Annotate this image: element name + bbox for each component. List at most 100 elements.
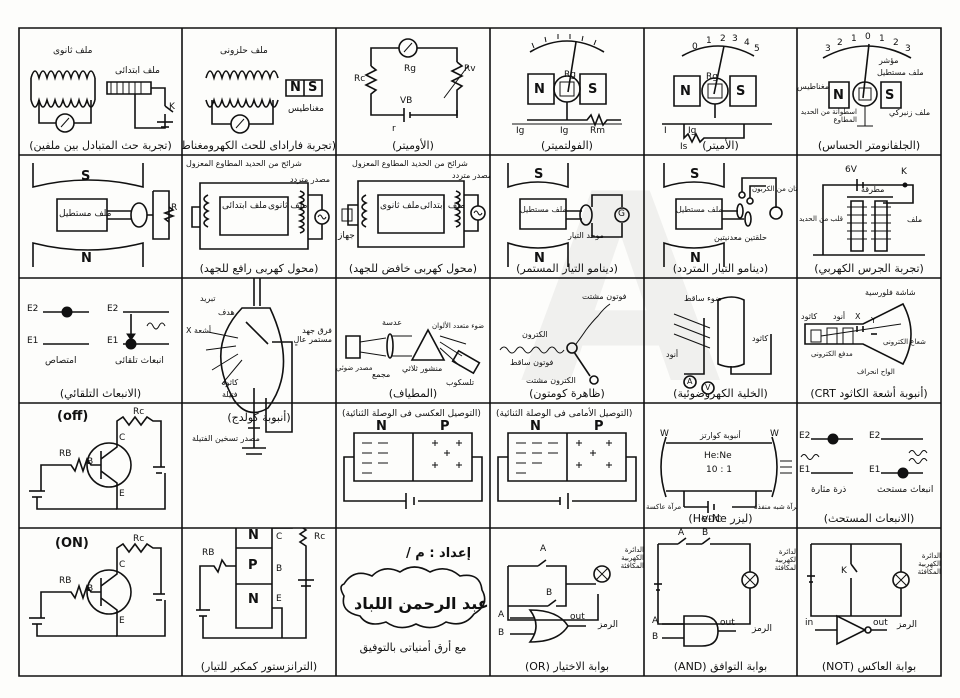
- label-magnet: مغناطيس: [288, 104, 324, 114]
- step-up-transformer-cell: شرائح من الحديد المطاوع المعزول ملف ابتد…: [182, 155, 336, 278]
- label-deflection-plates: الواح انحراف: [857, 368, 895, 376]
- transistor-off-cell: (off) Rc RB B C E: [19, 403, 182, 528]
- label-ac-source: مصدر متردد: [290, 175, 331, 184]
- label-lens: عدسة: [382, 318, 402, 327]
- label-out: out: [873, 618, 888, 628]
- label-rect-coil: ملف مستطيل: [877, 68, 924, 77]
- label-e1-a: E1: [27, 336, 39, 346]
- label-p: P: [440, 419, 450, 434]
- label-cathode: كاثود: [752, 334, 769, 343]
- label-rb: RB: [202, 548, 215, 558]
- label-s: S: [885, 88, 895, 103]
- label-x: X: [855, 312, 861, 321]
- caption: (ليزر He-Ne): [688, 512, 753, 525]
- label-e2-a: E2: [799, 431, 811, 441]
- crt-cell: شاشة فلورسية X Y أنود كاثود شعاع الكترون…: [797, 278, 941, 403]
- label-n: N: [530, 419, 541, 434]
- author-prefix: إعداد : م /: [406, 546, 472, 561]
- label-e2-b: E2: [869, 431, 881, 441]
- label-a-input: A: [498, 610, 505, 620]
- label-a-switch: A: [678, 528, 685, 538]
- caption: بوابة العاكس (NOT): [821, 660, 917, 673]
- label-rg: Rg: [564, 70, 576, 80]
- label-s: S: [690, 167, 700, 182]
- label-a-input: A: [652, 616, 659, 626]
- reverse-bias-cell: (التوصيل العكسى فى الوصلة الثنائية) N P: [336, 403, 490, 528]
- caption: (الفولتميتر): [541, 139, 593, 152]
- label-magnet: مغناطيس: [797, 82, 829, 91]
- scale-4: 4: [744, 38, 750, 48]
- or-gate-cell: A B A B out الدائرة الكهربية المكافئة ال…: [490, 528, 644, 676]
- label-iron-core: قلب من الحديد: [799, 215, 843, 223]
- label-he-ne: He:Ne: [704, 451, 732, 461]
- label-spont-emission: انبعاث تلقائى: [115, 356, 164, 366]
- label-primary-coil: ملف ابتدائى: [420, 201, 465, 211]
- label-s: S: [308, 80, 318, 95]
- label-telescope: تلسكوب: [446, 378, 475, 387]
- label-6v: 6V: [845, 165, 857, 175]
- scale-5: 5: [754, 44, 760, 54]
- caption: (تجربة فاراداى للحث الكهرومغناطيسى): [182, 139, 336, 152]
- label-hammer: مطرقة: [861, 185, 885, 194]
- label-rb: RB: [59, 576, 72, 586]
- scale-3a: 3: [825, 44, 831, 54]
- label-primary-coil: ملف ابتدائى: [222, 201, 267, 211]
- label-high-dc: فرق جهد مستمر عالٍ: [293, 326, 332, 344]
- label-rc: Rc: [133, 534, 145, 544]
- label-n: N: [534, 251, 545, 266]
- label-brushes: فرشتان من الكربون: [752, 185, 797, 193]
- label-vb: VB: [400, 96, 413, 106]
- label-key: K: [169, 102, 175, 112]
- label-e: E: [119, 616, 125, 626]
- transistor-on-cell: (ON) Rc RB B C E: [19, 528, 182, 676]
- caption: (الترانزستور كمكبر للتيار): [200, 660, 318, 673]
- label-out: out: [720, 618, 735, 628]
- sensitive-galvanometer-cell: 3 2 1 0 1 2 3 N S ملف مستطيل مؤشر مغناطي…: [797, 28, 941, 155]
- label-p: P: [594, 419, 604, 434]
- label-e1-b: E1: [869, 465, 881, 475]
- label-n-bottom: N: [248, 592, 259, 607]
- label-n: N: [290, 80, 301, 95]
- compton-effect-cell: فوتون مشتت الكترون فوتون ساقط الكترون مش…: [490, 278, 644, 403]
- photocell-cell: ضوء ساقط كاثود أنود A V (الخلية الكهروضو…: [644, 278, 797, 403]
- label-rg: Rg: [404, 64, 416, 74]
- caption: مع أرق أمنياتى بالتوفيق: [359, 641, 467, 654]
- label-cathode: كاثود: [801, 312, 818, 321]
- caption: (محول كهربى رافع للجهد): [199, 262, 319, 275]
- label-equivalent-circuit: الدائرة الكهربية المكافئة: [620, 546, 644, 570]
- label-vdc: VDC: [702, 515, 722, 525]
- title-on: (ON): [55, 536, 89, 551]
- electric-bell-cell: 6V K مطرقة ملف قلب من الحديد (تجربة الجر…: [797, 155, 941, 278]
- label-semi-mirror: مرآة شبه منفذة: [754, 503, 797, 511]
- label-scattered-electron: الكترون مشتت: [526, 376, 576, 385]
- label-solenoid: ملف حلزونى: [220, 46, 268, 56]
- label-s: S: [588, 82, 598, 97]
- label-e: E: [276, 594, 282, 604]
- transistor-amplifier-cell: RB Rc N P N C B E (الترانزستور كمكبر للت…: [182, 528, 336, 676]
- label-c: C: [119, 560, 126, 570]
- author-credit-cell: إعداد : م / عبد الرحمن اللباد مع أرق أمن…: [336, 528, 490, 676]
- caption: (الانبعاث المستحث): [823, 512, 915, 525]
- label-quartz-tube: أنبوبة كوارتز: [700, 431, 741, 440]
- label-fluorescent-screen: شاشة فلورسية: [865, 288, 916, 297]
- label-i: I: [664, 126, 667, 136]
- label-b-input: B: [498, 628, 505, 638]
- label-rect-coil: ملف مستطيل: [676, 205, 723, 214]
- label-b: B: [87, 584, 94, 594]
- label-symbol: الرمز: [897, 620, 917, 630]
- label-rc: Rc: [133, 407, 145, 417]
- label-ac-source: مصدر متردد: [452, 171, 490, 180]
- label-device: جهاز: [338, 231, 355, 241]
- label-anode: أنود: [666, 350, 679, 359]
- label-heating-source: مصدر تسخين الفتيلة: [192, 434, 260, 443]
- label-rect-coil: ملف مستطيل: [520, 205, 567, 214]
- coolidge-tube-cell: تبريد أشعة X هدف كاثود فتيلة فرق جهد مست…: [182, 278, 336, 528]
- label-k: K: [901, 167, 907, 177]
- label-rc: Rc: [314, 532, 326, 542]
- ammeter-cell: 0 1 2 3 4 5 Rg N S I Ig Is (الأميتر): [644, 28, 797, 155]
- ac-dynamo-cell: S N ملف مستطيل فرشتان من الكربون حلقتين …: [644, 155, 797, 278]
- label-g: G: [618, 209, 625, 219]
- caption: (الجلفانومتر الحساس): [817, 139, 921, 152]
- ohmmeter-cell: Rc Rg Rv VB r (الأوميتر): [336, 28, 490, 155]
